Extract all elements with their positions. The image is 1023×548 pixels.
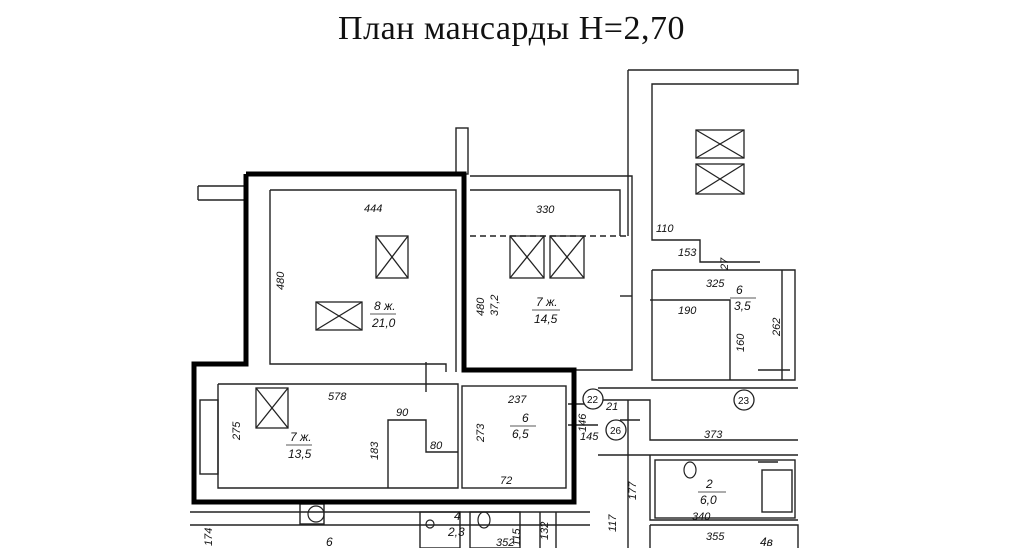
wall-room-6a <box>651 269 796 381</box>
dim-label: 273 <box>475 423 487 443</box>
chimney-stub <box>455 127 469 175</box>
dim-label: 90 <box>396 407 409 419</box>
dim-label: 117 <box>607 514 619 532</box>
dim-label: 190 <box>678 305 697 317</box>
room-number: 4в <box>760 535 773 548</box>
vent-box-icon <box>255 387 289 429</box>
dim-label: 352 <box>496 537 514 548</box>
room-number: 6 <box>736 283 743 297</box>
dim-label: 325 <box>706 278 725 290</box>
room-area: 2,3 <box>447 525 465 539</box>
dim-label: 177 <box>627 481 639 500</box>
dim-label: 160 <box>735 333 747 352</box>
room-area: 13,5 <box>288 447 312 461</box>
dim-label: 153 <box>678 247 697 259</box>
dim-label: 373 <box>704 429 723 441</box>
dim-label: 330 <box>536 204 555 216</box>
vent-box-icon <box>695 163 745 195</box>
drain-icon <box>425 519 435 529</box>
room-area: 21,0 <box>371 316 396 330</box>
room-number: 4 <box>454 509 461 523</box>
vent-box-icon <box>549 235 585 279</box>
room-number: 8 ж. <box>374 299 396 313</box>
dim-label: 578 <box>328 391 347 403</box>
dim-label: 480 <box>475 297 487 316</box>
vent-shafts <box>255 129 745 429</box>
room-number: 6 <box>326 535 333 548</box>
dim-label: 115 <box>511 528 523 546</box>
dimension-labels: 444 330 480 480 37,2 110 153 325 27 190 … <box>203 203 783 548</box>
dim-label: 37,2 <box>489 295 501 316</box>
dim-label: 145 <box>580 431 599 443</box>
dim-label: 183 <box>369 441 381 460</box>
plan-title: План мансарды H=2,70 <box>338 10 685 47</box>
marker-22: 22 <box>582 388 604 410</box>
dim-label: 480 <box>275 271 287 290</box>
vent-box-icon <box>695 129 745 159</box>
svg-text:23: 23 <box>738 396 750 407</box>
fixtures <box>307 461 697 529</box>
dim-label: 27 <box>719 257 731 271</box>
sink-icon <box>307 505 325 523</box>
room-labels: 8 ж. 21,0 7 ж. 14,5 6 3,5 7 ж. 13,5 6 6,… <box>286 283 773 548</box>
vent-box-icon <box>375 235 409 279</box>
room-number: 2 <box>705 477 713 491</box>
room-area: 6,5 <box>512 427 529 441</box>
vent-box-icon <box>315 301 363 331</box>
dim-label: 110 <box>656 223 674 235</box>
dim-label: 444 <box>364 203 382 215</box>
marker-26: 26 <box>605 419 627 441</box>
dim-label: 21 <box>605 401 618 413</box>
apartment-outline <box>191 171 577 505</box>
toilet-icon <box>477 511 491 529</box>
dim-label: 174 <box>203 528 215 546</box>
svg-text:22: 22 <box>587 395 599 406</box>
dim-label: 80 <box>430 440 443 452</box>
dim-label: 146 <box>577 413 589 432</box>
room-area: 14,5 <box>534 312 558 326</box>
room-number: 7 ж. <box>536 295 558 309</box>
room-number: 7 ж. <box>290 430 312 444</box>
dim-label: 340 <box>692 511 711 523</box>
dim-label: 275 <box>231 421 243 441</box>
vent-box-icon <box>509 235 545 279</box>
room-number: 6 <box>522 411 529 425</box>
room-area: 3,5 <box>734 299 751 313</box>
dim-label: 237 <box>507 394 527 406</box>
toilet-icon <box>683 461 697 479</box>
dim-label: 355 <box>706 531 725 543</box>
room-area: 6,0 <box>700 493 717 507</box>
svg-text:26: 26 <box>610 426 622 437</box>
marker-23: 23 <box>733 389 755 411</box>
dim-label: 72 <box>500 475 512 487</box>
dim-label: 132 <box>539 522 551 540</box>
dim-label: 262 <box>771 318 783 337</box>
axis-markers: 22 23 26 <box>582 388 755 441</box>
